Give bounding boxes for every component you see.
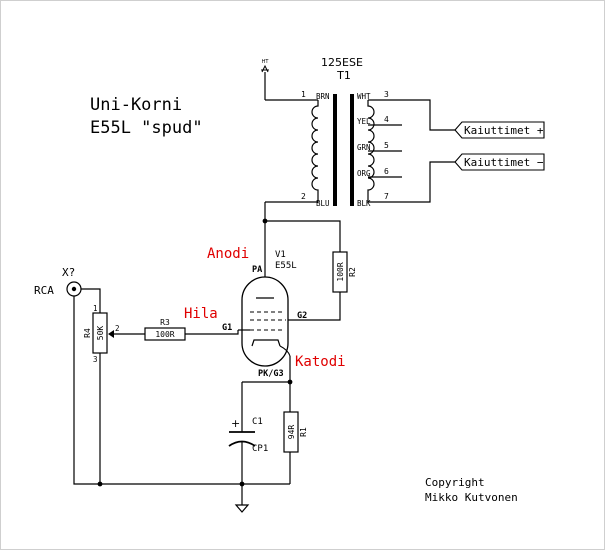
secondary-pin-5-color: GRN (357, 143, 371, 152)
r2-ref: R2 (348, 267, 357, 277)
port-speaker-plus: Kaiuttimet + (454, 121, 545, 139)
r4-pin-2: 2 (115, 324, 120, 333)
r3-ref: R3 (160, 318, 170, 327)
wire-speaker-minus (402, 161, 455, 203)
tube-pin-g2: G2 (297, 311, 307, 321)
secondary-pin-4-color: YEL (357, 117, 371, 126)
secondary-winding (367, 100, 375, 202)
secondary-pin-7-color: BLK (357, 199, 371, 208)
rca-connector (66, 281, 82, 297)
transformer-t1: 125ESE T1 1 BRN 2 BLU WHT YEL GRN ORG BL… (265, 56, 402, 208)
rca-label: RCA (34, 284, 54, 297)
r4-value: 50K (96, 326, 105, 341)
transformer-ref: T1 (336, 69, 351, 82)
ht-power-symbol: HT (261, 59, 269, 100)
secondary-pin-5-num: 5 (384, 141, 389, 150)
transformer-model: 125ESE (321, 56, 363, 69)
secondary-pin-3-color: WHT (357, 92, 371, 101)
annotation-grid: Hila (184, 306, 218, 322)
primary-pin-2-num: 2 (301, 192, 306, 201)
secondary-pin-6-color: ORG (357, 169, 371, 178)
copyright-line-1: Copyright (425, 476, 485, 489)
annotation-anode: Anodi (207, 246, 249, 262)
r1-value: 94R (287, 425, 296, 440)
r4-wiper-arrow (108, 330, 114, 338)
wire-rca-signal (81, 288, 101, 313)
annotation-cathode: Katodi (295, 354, 346, 370)
wire-speaker-plus (402, 99, 455, 131)
resistor-r1: 94R R1 (283, 411, 308, 453)
tube-cathode-link (279, 345, 291, 357)
primary-pin-2-color: BLU (316, 199, 330, 208)
secondary-pin-4-num: 4 (384, 115, 389, 124)
title-line-2: E55L "spud" (90, 118, 203, 138)
r4-pin-1: 1 (93, 304, 98, 313)
secondary-pin-3-num: 3 (384, 90, 389, 99)
tube-model: E55L (275, 261, 297, 271)
r1-ref: R1 (299, 427, 308, 437)
r2-value: 100R (336, 262, 345, 281)
wire-r2-top (265, 220, 341, 252)
copyright-line-2: Mikko Kutvonen (425, 491, 518, 504)
ground-symbol (234, 484, 250, 513)
port-speaker-minus-label: Kaiuttimet − (464, 156, 544, 169)
wire-g2 (286, 292, 341, 321)
c1-plus: + (231, 417, 240, 430)
wire-ground-rail (73, 296, 290, 485)
secondary-pin-7-num: 7 (384, 192, 389, 201)
wire-r3-right (185, 330, 239, 335)
tube-pin-g1: G1 (222, 323, 232, 333)
primary-pin-1-color: BRN (316, 92, 330, 101)
tube-cathode (251, 339, 281, 347)
tube-pin-pa: PA (252, 265, 262, 275)
primary-winding (311, 100, 319, 202)
primary-pin-1-num: 1 (301, 90, 306, 99)
tube-v1 (238, 276, 291, 367)
port-speaker-plus-label: Kaiuttimet + (464, 124, 544, 137)
r4-ref: R4 (83, 328, 92, 338)
secondary-pin-6-num: 6 (384, 167, 389, 176)
port-speaker-minus: Kaiuttimet − (454, 153, 545, 171)
c1-name: CP1 (252, 444, 268, 454)
capacitor-c1: + (228, 382, 256, 484)
tube-pin-pk: PK/G3 (258, 369, 284, 379)
rca-ref: X? (62, 266, 75, 279)
tube-envelope (241, 276, 289, 367)
title-line-1: Uni-Korni (90, 95, 182, 115)
r3-value: 100R (155, 330, 174, 339)
transformer-core-left (333, 94, 337, 206)
c1-ref: C1 (252, 417, 263, 427)
r4-pin-3: 3 (93, 355, 98, 364)
ht-label: HT (262, 59, 270, 65)
tube-ref: V1 (275, 250, 286, 260)
transformer-core-right (350, 94, 354, 206)
